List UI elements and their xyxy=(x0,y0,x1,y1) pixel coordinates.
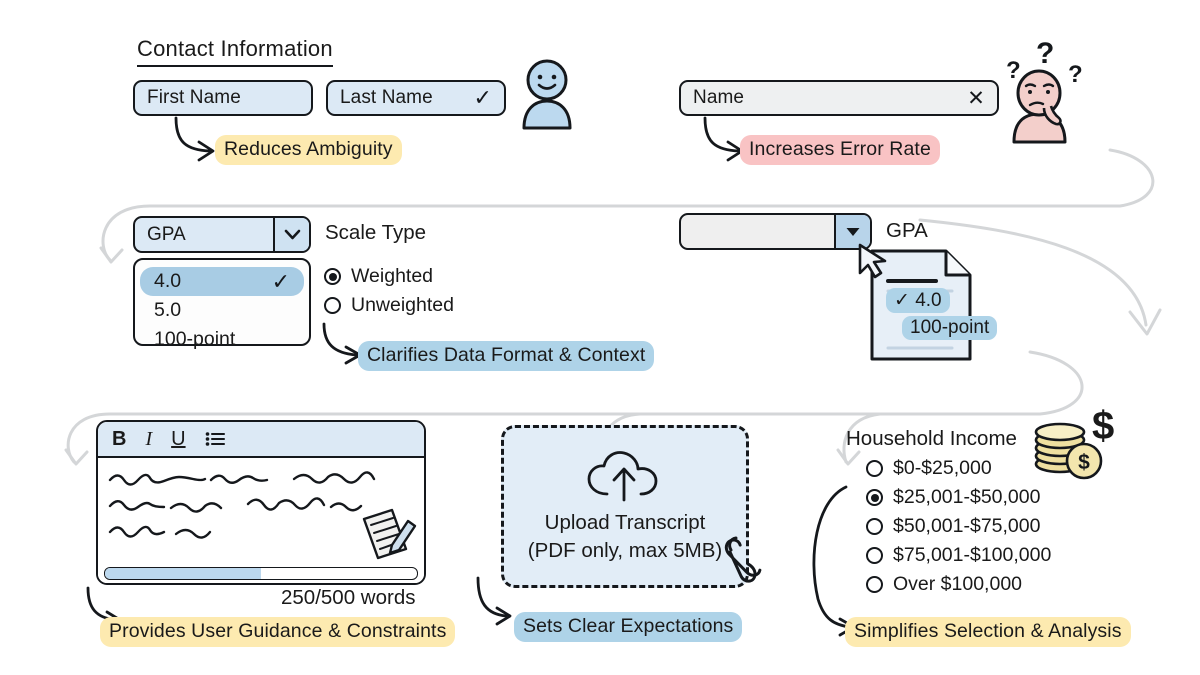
question-mark-icon: ? xyxy=(1068,61,1083,88)
check-icon: ✓ xyxy=(894,290,910,311)
document-option-100-point: 100-point xyxy=(902,316,998,340)
check-icon: ✓ xyxy=(473,85,492,110)
option-label: 4.0 xyxy=(154,270,182,292)
name-input[interactable]: Name ✕ xyxy=(679,80,999,116)
callout-text: Clarifies Data Format & Context xyxy=(358,341,655,371)
radio-label: $0-$25,000 xyxy=(893,457,992,479)
option-label: 100-point xyxy=(154,328,236,350)
radio-icon[interactable] xyxy=(866,518,883,535)
connector-flow-row1-to-row2 xyxy=(99,148,1155,264)
svg-text:$: $ xyxy=(1078,451,1090,474)
radio-label: $50,001-$75,000 xyxy=(893,515,1041,537)
scrollbar-thumb[interactable] xyxy=(105,568,261,579)
radio-unweighted[interactable]: Unweighted xyxy=(324,294,454,317)
household-income-label: Household Income xyxy=(846,427,1017,450)
last-name-input[interactable]: Last Name ✓ xyxy=(326,80,506,116)
radio-label: $75,001-$100,000 xyxy=(893,544,1052,566)
radio-icon[interactable] xyxy=(324,297,341,314)
page-title: Contact Information xyxy=(137,36,333,67)
radio-weighted[interactable]: Weighted xyxy=(324,265,454,288)
callout-text: Increases Error Rate xyxy=(740,135,940,165)
question-mark-icon: ? xyxy=(1036,37,1054,70)
confused-person-icon: ? ? ? xyxy=(1006,37,1083,144)
gpa-select[interactable]: GPA xyxy=(133,216,311,253)
radio-icon[interactable] xyxy=(866,460,883,477)
radio-label: Unweighted xyxy=(351,294,454,316)
first-name-value: First Name xyxy=(147,87,241,108)
gpa-select-value: GPA xyxy=(147,223,186,245)
rich-text-editor[interactable]: B I U xyxy=(96,420,426,585)
handwriting-squiggles xyxy=(108,471,376,539)
contact-information-heading-wrap: Contact Information xyxy=(137,36,333,67)
upload-subtitle: (PDF only, max 5MB) xyxy=(527,538,723,562)
editor-toolbar[interactable]: B I U xyxy=(98,422,424,458)
document-option-label: 4.0 xyxy=(915,290,942,311)
italic-icon[interactable]: I xyxy=(145,428,153,450)
paperclip-icon xyxy=(724,536,762,583)
radio-icon[interactable] xyxy=(324,268,341,285)
triangle-down-icon[interactable] xyxy=(834,215,870,248)
income-option-4[interactable]: Over $100,000 xyxy=(866,573,1051,596)
chevron-down-icon[interactable] xyxy=(273,218,309,251)
name-value: Name xyxy=(693,87,745,108)
upload-title: Upload Transcript xyxy=(544,510,706,534)
increases-error-rate-callout: Increases Error Rate xyxy=(740,135,940,165)
radio-label: $25,001-$50,000 xyxy=(893,486,1041,508)
editor-scrollbar[interactable] xyxy=(104,567,418,580)
income-option-2[interactable]: $50,001-$75,000 xyxy=(866,515,1051,538)
simplifies-selection-callout: Simplifies Selection & Analysis xyxy=(845,617,1131,647)
x-icon: ✕ xyxy=(967,86,985,110)
bullet-list-icon[interactable] xyxy=(205,431,225,447)
gpa-side-label: GPA xyxy=(886,219,928,242)
radio-label: Weighted xyxy=(351,265,434,287)
cloud-upload-icon xyxy=(587,451,658,502)
callout-text: Simplifies Selection & Analysis xyxy=(845,617,1131,647)
gpa-option-100-point[interactable]: 100-point xyxy=(140,325,304,354)
document-pencil-icon xyxy=(362,508,417,560)
underline-icon[interactable]: U xyxy=(171,428,186,450)
radio-icon[interactable] xyxy=(866,489,883,506)
clarifies-data-format-callout: Clarifies Data Format & Context xyxy=(358,341,655,371)
sets-clear-expectations-callout: Sets Clear Expectations xyxy=(514,612,743,642)
arrow-to-reduces-ambiguity xyxy=(174,116,215,162)
arrow-to-simplifies-selection xyxy=(812,485,856,637)
callout-text: Reduces Ambiguity xyxy=(215,135,402,165)
editor-body[interactable] xyxy=(98,458,424,583)
arrow-to-sets-clear-expectations xyxy=(476,576,512,626)
document-option-4-0: ✓ 4.0 xyxy=(886,288,950,313)
provides-user-guidance-callout: Provides User Guidance & Constraints xyxy=(100,617,456,647)
coin-stack-icon: $ xyxy=(1034,422,1103,480)
radio-label: Over $100,000 xyxy=(893,573,1023,595)
option-label: 5.0 xyxy=(154,299,182,321)
upload-dropzone[interactable]: Upload Transcript (PDF only, max 5MB) xyxy=(501,425,749,588)
household-income-radio-group[interactable]: $0-$25,000 $25,001-$50,000 $50,001-$75,0… xyxy=(866,457,1051,602)
gpa-options-list[interactable]: 4.0 ✓ 5.0 100-point xyxy=(133,258,311,350)
connector-person-to-gpa-bad xyxy=(918,218,1162,336)
callout-text: Provides User Guidance & Constraints xyxy=(100,617,456,647)
document-option-label: 100-point xyxy=(910,317,990,338)
income-option-0[interactable]: $0-$25,000 xyxy=(866,457,1051,480)
mouse-pointer-icon xyxy=(858,243,887,279)
happy-person-icon xyxy=(522,59,572,130)
radio-icon[interactable] xyxy=(866,547,883,564)
first-name-input[interactable]: First Name xyxy=(133,80,313,116)
gpa-option-4-0[interactable]: 4.0 ✓ xyxy=(140,267,304,296)
gpa-empty-select[interactable] xyxy=(679,213,872,250)
question-mark-icon: ? xyxy=(1006,57,1021,84)
radio-icon[interactable] xyxy=(866,576,883,593)
callout-text: Sets Clear Expectations xyxy=(514,612,743,642)
gpa-option-5-0[interactable]: 5.0 xyxy=(140,296,304,325)
dollar-sign-icon: $ xyxy=(1092,404,1115,448)
scale-type-label: Scale Type xyxy=(325,221,427,244)
scale-type-radio-group[interactable]: Weighted Unweighted xyxy=(324,265,454,323)
word-count: 250/500 words xyxy=(281,586,416,609)
gpa-empty-select-value xyxy=(681,215,834,248)
check-icon: ✓ xyxy=(271,268,290,294)
income-option-3[interactable]: $75,001-$100,000 xyxy=(866,544,1051,567)
income-option-1[interactable]: $25,001-$50,000 xyxy=(866,486,1051,509)
last-name-value: Last Name xyxy=(340,87,433,108)
reduces-ambiguity-callout: Reduces Ambiguity xyxy=(215,135,402,165)
bold-icon[interactable]: B xyxy=(112,428,127,450)
